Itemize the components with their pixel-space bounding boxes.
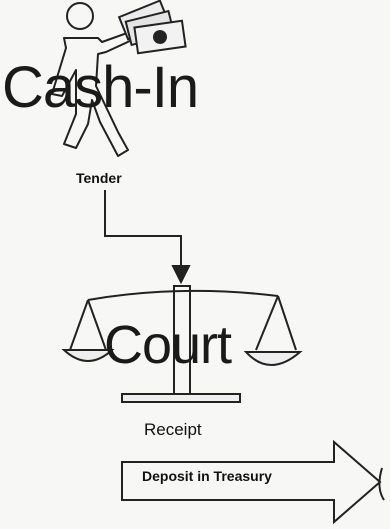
- money-bills-icon: [119, 1, 185, 54]
- receipt-label: Receipt: [144, 420, 202, 440]
- tender-label: Tender: [76, 170, 122, 186]
- cash-in-title: Cash-In: [2, 58, 198, 118]
- court-title: Court: [104, 316, 231, 374]
- flow-arrow-icon: [105, 190, 189, 282]
- deposit-label: Deposit in Treasury: [142, 468, 272, 484]
